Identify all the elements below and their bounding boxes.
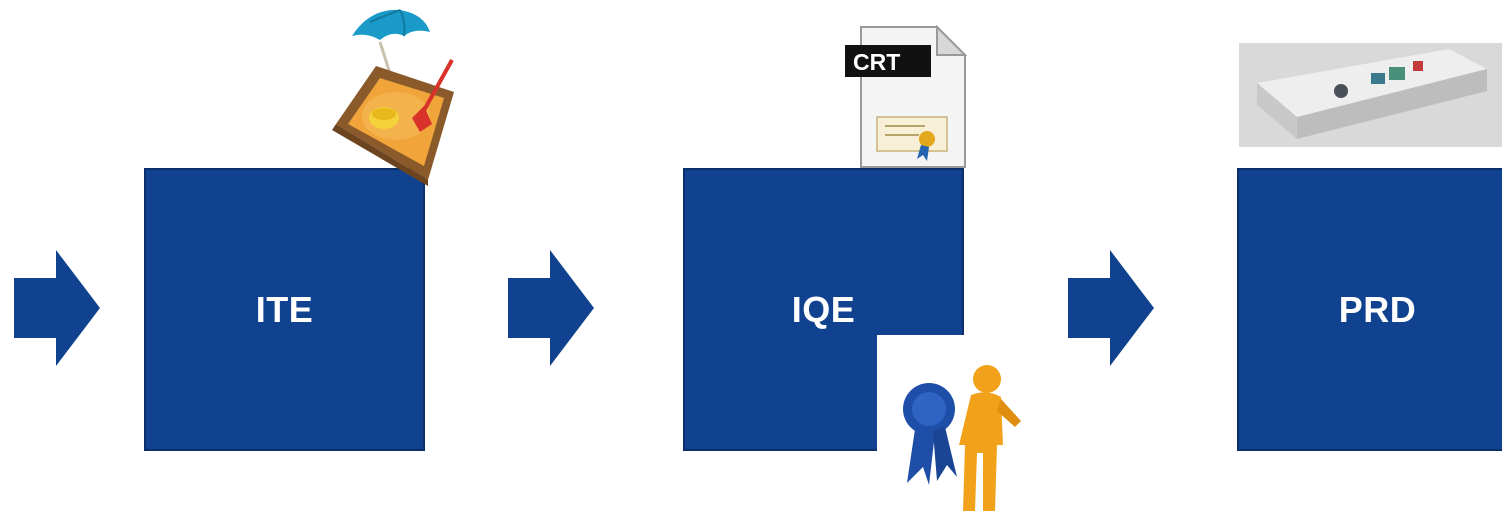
stage-box-iqe: IQE <box>683 168 964 451</box>
flow-arrow-2 <box>508 250 594 366</box>
certificate-file-label: CRT <box>853 49 900 75</box>
stage-box-ite: ITE <box>144 168 425 451</box>
certificate-file-icon: CRT <box>843 25 967 169</box>
product-box-icon <box>1239 43 1502 147</box>
flow-arrow-1 <box>14 250 100 366</box>
stage-label-iqe: IQE <box>791 288 856 330</box>
award-person-icon <box>877 335 1049 519</box>
stage-label-ite: ITE <box>255 288 314 330</box>
stage-box-prd: PRD <box>1237 168 1502 451</box>
stage-label-prd: PRD <box>1338 288 1417 330</box>
flow-arrow-3 <box>1068 250 1154 366</box>
sandbox-icon <box>326 6 462 186</box>
